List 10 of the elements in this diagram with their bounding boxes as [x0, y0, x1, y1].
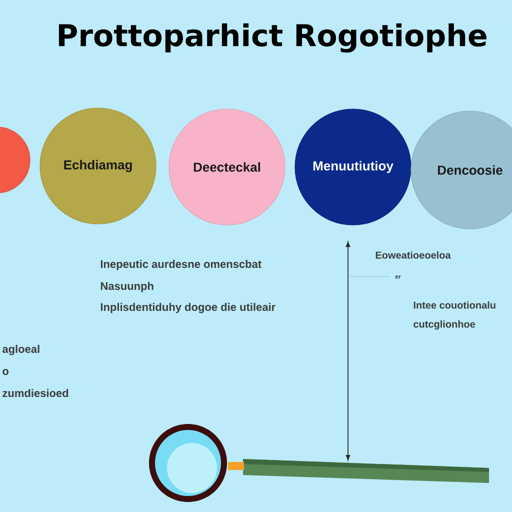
note-text: zumdiesioed [2, 388, 68, 398]
note-text: Eoweatioeoeloa [376, 251, 451, 259]
note-text: Intee couotionalu [414, 301, 496, 309]
title: Prottoparhict Rogotiophe [58, 23, 486, 53]
note-text: Inepeutic aurdesne omenscbat [100, 260, 262, 270]
note-text: Inplisdentiduhy dogoe die utileair [100, 302, 276, 314]
note-text: o [2, 369, 8, 376]
note-text: cutcglionhoe [414, 320, 476, 330]
note-text: agloeal [2, 344, 40, 356]
note-text: Nasuunph [100, 282, 154, 292]
